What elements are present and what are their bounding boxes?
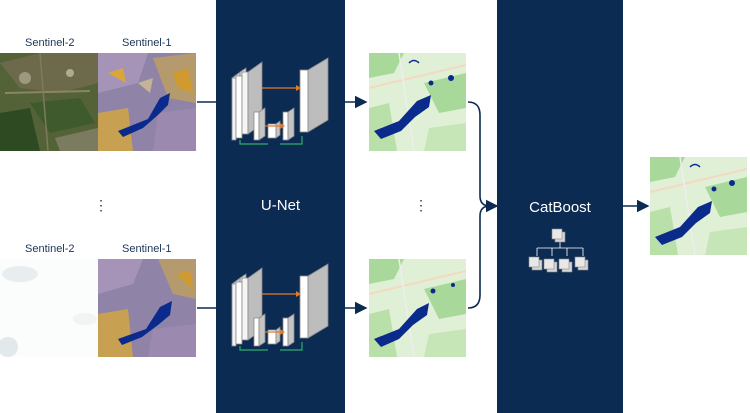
unet-label: U-Net — [260, 197, 301, 214]
label-sentinel-2-bottom: Sentinel-2 — [25, 243, 75, 255]
sentinel-2-image-top — [0, 53, 98, 151]
catboost-label: CatBoost — [529, 199, 591, 216]
decision-tree-icon — [528, 228, 589, 273]
label-sentinel-2-top: Sentinel-2 — [25, 37, 75, 49]
label-sentinel-1-top: Sentinel-1 — [122, 37, 172, 49]
label-sentinel-1-bottom: Sentinel-1 — [122, 243, 172, 255]
unet-diagram-top — [231, 57, 329, 145]
catboost-panel: CatBoost — [497, 0, 623, 413]
ellipsis-inputs: ⋮ — [94, 197, 108, 213]
prediction-map-bottom — [369, 259, 466, 357]
unet-diagram-bottom — [231, 263, 329, 351]
sentinel-1-image-bottom — [98, 259, 196, 357]
sentinel-1-image-top — [98, 53, 196, 151]
final-output-map — [650, 157, 747, 255]
sentinel-2-image-bottom — [0, 259, 98, 357]
merge-bracket — [467, 101, 497, 309]
prediction-map-top — [369, 53, 466, 151]
ellipsis-maps: ⋮ — [414, 197, 428, 213]
